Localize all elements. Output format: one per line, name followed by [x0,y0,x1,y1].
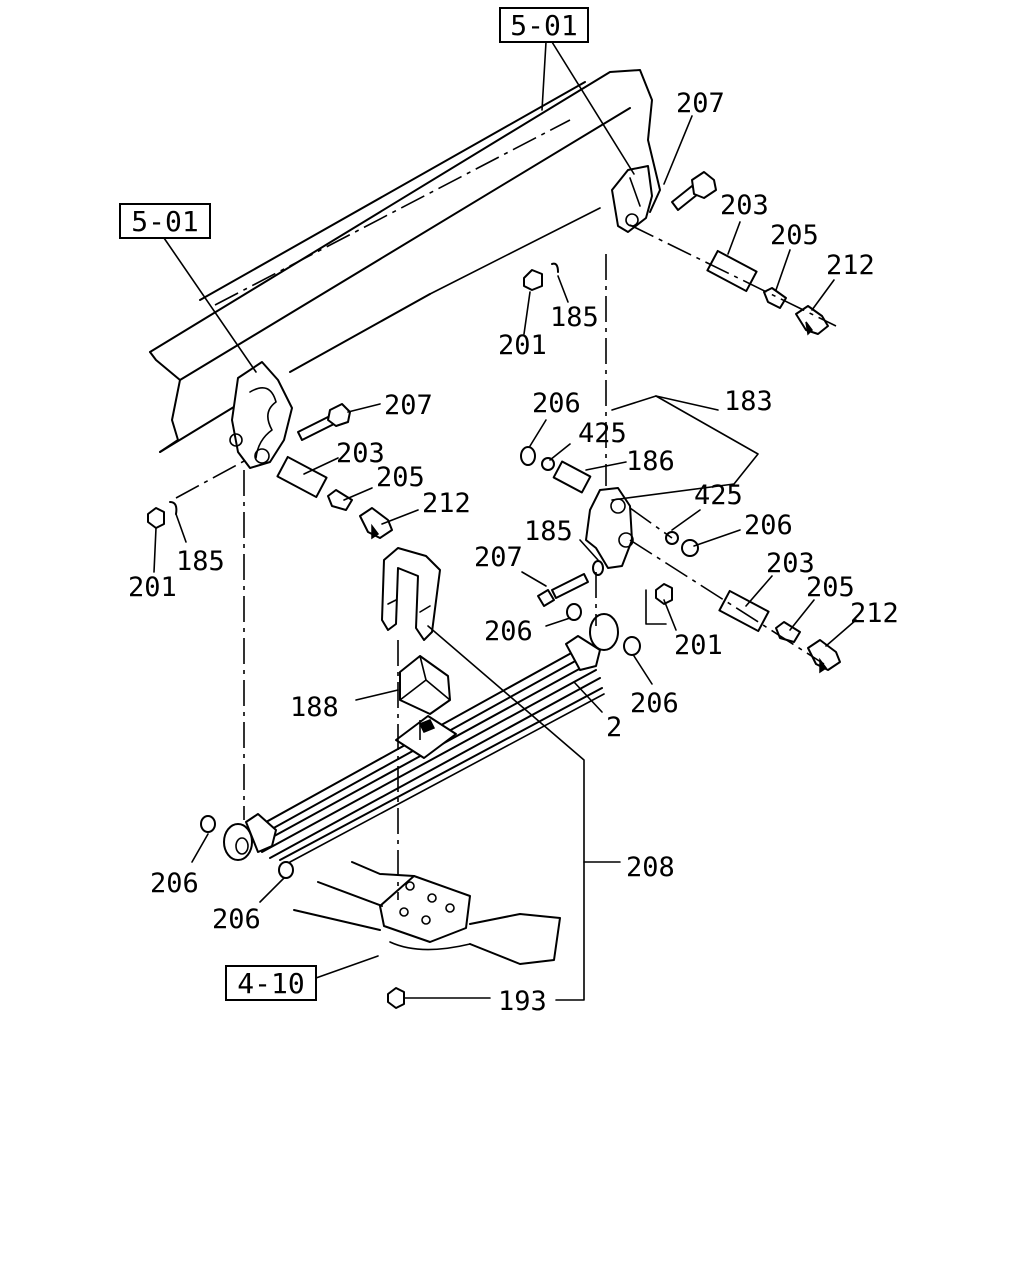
pin-203-top [706,249,758,293]
part-labels: 207 203 205 212 201 185 207 203 205 212 … [128,88,899,1017]
label-207-mid: 207 [474,542,523,573]
label-203-right: 203 [766,548,815,579]
clip-185-left [169,501,178,515]
ref-left-label: 5-01 [131,205,198,238]
label-193: 193 [498,986,547,1017]
nut-201-right [655,583,673,605]
frame-rail [149,69,661,453]
label-203-left: 203 [336,438,385,469]
label-206-shackle: 206 [532,388,581,419]
label-206-right: 206 [630,688,679,719]
grease-nipple-212-left [359,507,393,540]
nut-201-top [523,269,543,291]
bushing-425-a [541,457,555,471]
label-207-top: 207 [676,88,725,119]
nut-201-left [147,507,165,529]
label-207-left: 207 [384,390,433,421]
pin-203-right [718,589,770,633]
label-425-a: 425 [578,418,627,449]
ref-box-top[interactable]: 5-01 [499,7,589,43]
label-201-left: 201 [128,572,177,603]
grease-nipple-212-top [795,305,829,336]
label-205-top: 205 [770,220,819,251]
label-201-right: 201 [674,630,723,661]
label-183: 183 [724,386,773,417]
label-206-low-a: 206 [150,868,199,899]
centerlines [175,224,837,900]
label-186: 186 [626,446,675,477]
bolt-207-mid [537,573,589,607]
ref-top-label: 5-01 [510,9,577,42]
label-201-top: 201 [498,330,547,361]
axle-seat [293,861,561,965]
leader-lines [153,41,857,1001]
bump-stopper-188 [399,655,451,715]
label-212-top: 212 [826,250,875,281]
bolt-207-left [297,403,351,441]
leaf-spring-2 [223,613,619,863]
label-205-left: 205 [376,462,425,493]
ref-box-left[interactable]: 5-01 [119,203,211,239]
fitting-205-right [775,621,801,643]
washer-206-low-a [200,815,216,833]
bolt-207-top [671,171,717,211]
nut-193 [387,987,405,1009]
washer-206-mid [566,603,582,621]
label-2: 2 [606,712,622,743]
label-185-mid: 185 [524,516,573,547]
label-212-right: 212 [850,598,899,629]
pin-186 [552,460,592,494]
fitting-205-left [327,489,353,511]
label-208: 208 [626,852,675,883]
label-185-left: 185 [176,546,225,577]
washer-206-shackle-b [681,539,699,557]
label-206-mid: 206 [484,616,533,647]
ref-box-axle[interactable]: 4-10 [225,965,317,1001]
label-212-left: 212 [422,488,471,519]
grease-nipple-212-right [807,639,841,674]
washer-206-right [623,636,641,656]
u-bolt-208 [381,547,441,641]
label-206-low-b: 206 [212,904,261,935]
shackle-assembly [520,446,699,569]
clip-185-mid [592,560,604,576]
label-203-top: 203 [720,190,769,221]
washer-206-shackle [520,446,536,466]
shackle-plate [585,487,633,569]
ref-axle-label: 4-10 [237,967,304,1000]
rear-frame-bracket [611,165,653,233]
clip-185-top [551,262,559,273]
pin-203-left [276,455,328,499]
washer-206-low-b [278,861,294,879]
fitting-205-top [763,287,787,309]
label-188: 188 [290,692,339,723]
label-425-b: 425 [694,480,743,511]
label-206-shackle-b: 206 [744,510,793,541]
label-185-top: 185 [550,302,599,333]
front-frame-bracket [229,361,293,469]
label-205-right: 205 [806,572,855,603]
